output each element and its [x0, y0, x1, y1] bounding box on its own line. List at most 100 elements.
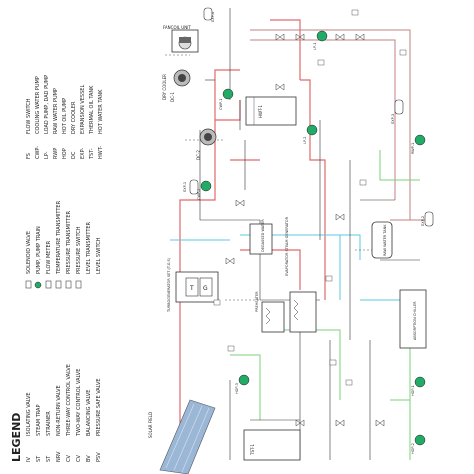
solar-label: SOLAR FIELD: [148, 412, 153, 438]
legend-item-label: LEVEL SWITCH: [96, 237, 102, 274]
legend-item-label: EXPANSION VESSEL: [80, 85, 86, 134]
legend-item-label: HOT WATER TANK: [98, 89, 104, 134]
legend-item-label: ISOLATING VALVE: [26, 392, 32, 436]
legend-title: LEGEND: [10, 413, 23, 462]
hot-water-tank: HWT-1: [245, 96, 297, 126]
svg-text:HOP-2: HOP-2: [411, 443, 415, 454]
legend-item-label: STRAINER: [46, 411, 52, 436]
thermal-oil-tank: TST-1: [243, 429, 301, 461]
raw-water-tank: RAW WATER TANK: [371, 221, 393, 259]
hot-water-pipes: [250, 29, 430, 221]
pump: LP-2: [303, 124, 318, 144]
legend-item-label: LOAD PUMP, DAD PUMP: [44, 75, 50, 134]
legend-item-code: EXP-: [80, 148, 86, 159]
pumps: CWP-1 CWP-2 LP-1 LP-2 RWP-1 HOP-1 HOP-2: [197, 30, 426, 454]
chilled-pipes: [170, 234, 400, 301]
absorption-chiller: ABSORPTION CHILLER: [399, 289, 427, 349]
degassed-label: DEGASSED WATER: [261, 219, 265, 252]
legend-item-label: PRESSURE SAFE VALVE: [96, 378, 102, 436]
svg-text:LP-2: LP-2: [303, 137, 307, 144]
legend-item: IV: [26, 457, 32, 462]
fancoil-label: FANCOIL UNIT: [163, 25, 191, 30]
preheater: PREHEATER: [255, 291, 285, 333]
exp1-label: EXP-1: [183, 182, 187, 192]
legend-item-label: SOLENOID VALVE: [26, 231, 32, 274]
legend-item: ST: [46, 455, 52, 462]
legend-item: PSV: [96, 452, 102, 462]
legend-item-code: CWP-: [35, 146, 41, 159]
legend-item-label: BALANCING VALVE: [86, 390, 92, 436]
legend-item: BV: [86, 455, 92, 462]
legend-item: ST: [36, 455, 42, 462]
svg-text:RWP-1: RWP-1: [411, 143, 415, 154]
legend-item-label: FLOW METER: [46, 240, 52, 274]
legend-item-label: RAW WATER PUMP: [53, 88, 59, 134]
solar-field: SOLAR FIELD: [148, 399, 216, 474]
legend-col1: IV ISOLATING VALVE ST STEAM TRAP ST STRA…: [26, 364, 102, 462]
exp3-label: EXP-3: [391, 114, 395, 124]
dc1-label: DC-1: [170, 92, 175, 102]
legend-item-code: TST-: [89, 148, 95, 160]
dry-cooler-2: DC-2: [196, 128, 217, 160]
preheater-label: PREHEATER: [255, 291, 259, 312]
degassed-water-vessel: DEGASSED WATER: [249, 219, 273, 255]
valves: [225, 33, 385, 427]
legend-item-code: LP-: [44, 151, 50, 159]
legend-item: CV: [76, 455, 82, 462]
legend-item-label: TEMPERATURE TRANSMITTER: [56, 200, 62, 275]
legend-item-label: TWO-WAY CONTROL VALVE: [76, 369, 82, 437]
legend-item-label: DRY COOLER: [71, 101, 77, 134]
legend-item-label: THERMAL OIL TANK: [89, 85, 95, 135]
exp4-label: EXP-4: [211, 11, 215, 22]
legend-item-label: HOT OIL PUMP: [62, 98, 68, 134]
exp2-label: EXP-2: [421, 216, 425, 226]
svg-text:HOP-3: HOP-3: [235, 383, 239, 394]
svg-text:LP-1: LP-1: [313, 43, 317, 50]
legend-item: NRV: [56, 451, 62, 462]
legend-item-code: HWT-: [98, 146, 104, 159]
legend-item-label: PUMP, PUMP TRAIN: [36, 226, 42, 274]
pump: CWP-2: [197, 180, 212, 200]
pump: RWP-1: [411, 134, 426, 154]
pump: HOP-3: [235, 374, 250, 394]
evaporator-label: EVAPORATOR STEAM GENERATOR: [285, 216, 289, 276]
legend-item-label: STEAM TRAP: [36, 405, 42, 436]
legend-item-code: HOP: [62, 148, 68, 159]
svg-text:G: G: [203, 285, 208, 292]
svg-text:CWP-2: CWP-2: [197, 189, 201, 200]
signal-lines: [165, 54, 390, 301]
dc2-label: DC-2: [196, 150, 201, 160]
legend-col3: FS FLOW SWITCH CWP- COOLING WATER PUMP L…: [26, 75, 104, 160]
instruments: [213, 9, 407, 386]
svg-text:CWP-1: CWP-1: [219, 99, 223, 110]
tst-label: TST-1: [250, 443, 255, 456]
dry-cooler-1: DC-1 DRY COOLER: [162, 69, 191, 102]
legend-item-label: PRESSURE SWITCH: [76, 226, 82, 274]
fancoil-unit: FANCOIL UNIT: [163, 25, 199, 53]
svg-text:HOP-1: HOP-1: [411, 385, 415, 396]
legend-item-label: COOLING WATER PUMP: [35, 76, 41, 134]
turbogenerator: T G TURBOGENERATOR SET (T.G.S): [167, 257, 219, 313]
legend-item: CV: [66, 455, 72, 462]
legend: LEGEND IV ISOLATING VALVE ST STEAM TRAP …: [10, 75, 104, 462]
expansion-vessels: EXP-1 EXP-2 EXP-3 EXP-4: [183, 7, 434, 227]
pump: HOP-2: [411, 434, 426, 454]
evaporator: EVAPORATOR STEAM GENERATOR: [285, 216, 317, 333]
legend-item-code: DC: [71, 151, 77, 159]
dry-cooler-label: DRY COOLER: [162, 74, 167, 100]
legend-item-label: NON-RETURN VALVE: [56, 385, 62, 436]
raw-water-label: RAW WATER TANK: [383, 224, 387, 256]
turbo-label: TURBOGENERATOR SET (T.G.S): [167, 257, 171, 313]
legend-item-label: FLOW SWITCH: [26, 98, 32, 134]
pump: LP-1: [313, 30, 328, 50]
pump: CWP-1: [219, 88, 234, 110]
legend-item-label: PRESSURE TRANSMITTER: [66, 210, 72, 274]
legend-item-code: RWP: [53, 148, 59, 159]
legend-item-label: THREE-WAY CONTROL VALVE: [66, 364, 72, 437]
svg-text:T: T: [189, 285, 194, 292]
hwt-label: HWT-1: [258, 105, 263, 118]
absorption-label: ABSORPTION CHILLER: [413, 301, 417, 340]
pump: HOP-1: [411, 376, 426, 396]
